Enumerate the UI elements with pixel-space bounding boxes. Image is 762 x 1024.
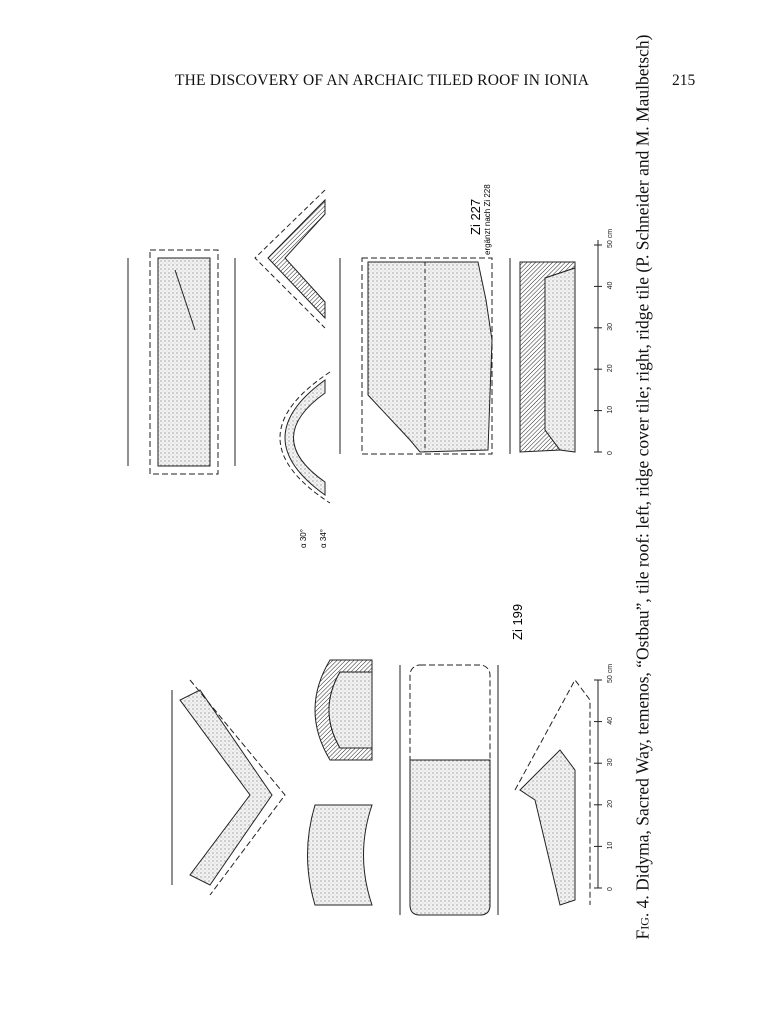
scale-tick-label: 10	[607, 842, 614, 850]
ridge-cover-tile-end-view-lower	[307, 804, 373, 906]
scale-tick-label: 0	[607, 451, 614, 455]
scale-tick-label: 30	[607, 758, 614, 766]
scale-tick-label: 30	[607, 323, 614, 331]
ridge-cover-tile-section-v	[254, 189, 326, 329]
upper-specimen-note: ergänzt nach Zi 228	[483, 184, 492, 255]
scale-tick-label: 50 cm	[607, 664, 614, 683]
ridge-tile-top-view	[339, 257, 511, 455]
scale-tick-label: 10	[607, 406, 614, 414]
scale-bar-upper: 0 10 20 30 40 50 cm	[594, 229, 614, 455]
lower-specimen-label: Zi 199	[510, 604, 525, 640]
ridge-tile-plan-view	[127, 249, 236, 475]
angle-label: α 34°	[319, 529, 328, 548]
scale-tick-label: 20	[607, 364, 614, 372]
page-number: 215	[672, 72, 696, 89]
scale-tick-label: 20	[607, 800, 614, 808]
running-title: THE DISCOVERY OF AN ARCHAIC TILED ROOF I…	[175, 72, 590, 89]
scale-bar-lower: 0 10 20 30 40 50 cm	[594, 664, 614, 891]
scale-tick-label: 40	[607, 282, 614, 290]
scale-tick-label: 50 cm	[607, 229, 614, 248]
figure-caption: Fig. 4. Didyma, Sacred Way, temenos, “Os…	[632, 35, 654, 940]
ridge-cover-tile-side-profile	[514, 679, 591, 906]
upper-specimen-label: Zi 227	[468, 199, 483, 235]
scale-tick-label: 40	[607, 717, 614, 725]
caption-text: Didyma, Sacred Way, temenos, “Ostbau”, t…	[632, 34, 653, 896]
ridge-cover-tile-end-view-upper	[314, 659, 373, 761]
ridge-cover-tile-section-arc	[279, 371, 331, 504]
ridge-cover-tile-bent-profile	[171, 679, 286, 896]
figure-number: Fig. 4.	[632, 895, 653, 940]
ridge-tile-profile	[519, 261, 576, 453]
angle-label: α 30°	[299, 529, 308, 548]
ridge-cover-tile-top-view	[399, 664, 499, 916]
scale-tick-label: 0	[607, 887, 614, 891]
